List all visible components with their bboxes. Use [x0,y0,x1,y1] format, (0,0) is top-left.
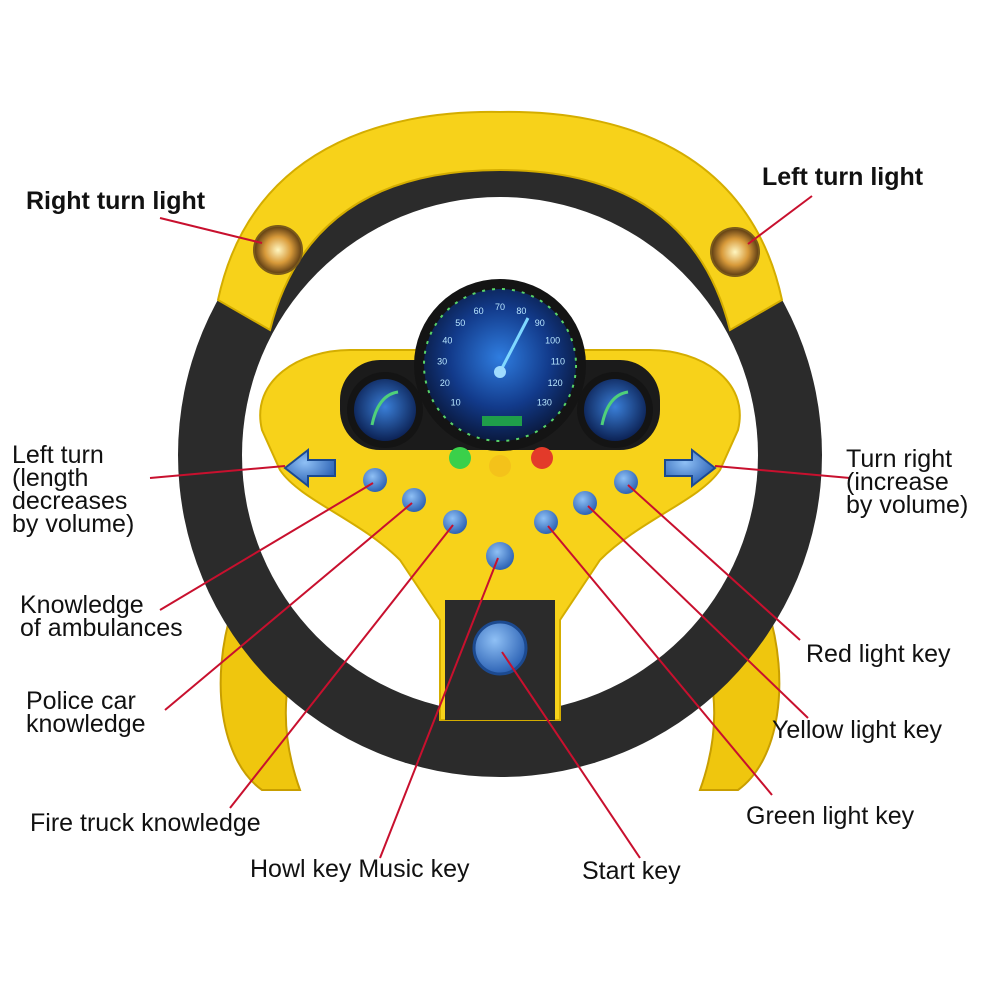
indicator-lights [449,447,553,477]
green-light-button[interactable] [534,510,558,534]
temperature-gauge-right [577,372,653,448]
howl-key-music-key-label: Howl key Music key [250,855,470,883]
fire-truck-knowledge-label: Fire truck knowledge [30,809,261,837]
fire-truck-knowledge-button[interactable] [443,510,467,534]
howl-music-button[interactable] [486,542,514,570]
speedometer-tick-label: 110 [551,357,565,367]
speedometer-tick-label: 50 [455,318,465,328]
left-turn-label: Left turn (length decreases by volume) [12,441,135,538]
speedometer-tick-label: 100 [545,336,560,346]
turn-right-label: Turn right (increase by volume) [846,445,969,519]
right-turn-lamp [253,225,303,275]
speedometer-tick-label: 90 [535,318,545,328]
ambulance-knowledge-button[interactable] [363,468,387,492]
start-key-button[interactable] [472,620,528,676]
callout-lines [149,195,851,859]
speedometer-tick-label: 30 [437,357,447,367]
police-car-knowledge-label: Police car knowledge [26,687,146,738]
fuel-gauge-left [347,372,423,448]
left-turn-lamp [710,227,760,277]
red-light-key-label: Red light key [806,640,951,668]
knowledge-of-ambulances-label: Knowledge of ambulances [20,591,183,642]
speedometer-tick-label: 120 [548,378,563,388]
left-turn-arrow-button[interactable] [283,447,336,489]
wheel-top-arc [216,110,784,332]
right-turn-light-label: Right turn light [26,187,206,215]
speedometer-tick-label: 70 [495,302,505,312]
speedometer-tick-label: 40 [442,336,452,346]
green-light-key-label: Green light key [746,802,915,830]
start-key-label: Start key [582,857,681,885]
yellow-light-key-label: Yellow light key [772,716,943,744]
left-turn-light-label: Left turn light [762,163,924,191]
speedometer-tick-label: 80 [516,306,526,316]
speedometer-tick-label: 20 [440,378,450,388]
speedometer-tick-label: 10 [451,397,461,407]
speedometer-tick-label: 60 [474,306,484,316]
speedometer-tick-label: 130 [537,397,552,407]
right-turn-arrow-button[interactable] [664,447,717,489]
